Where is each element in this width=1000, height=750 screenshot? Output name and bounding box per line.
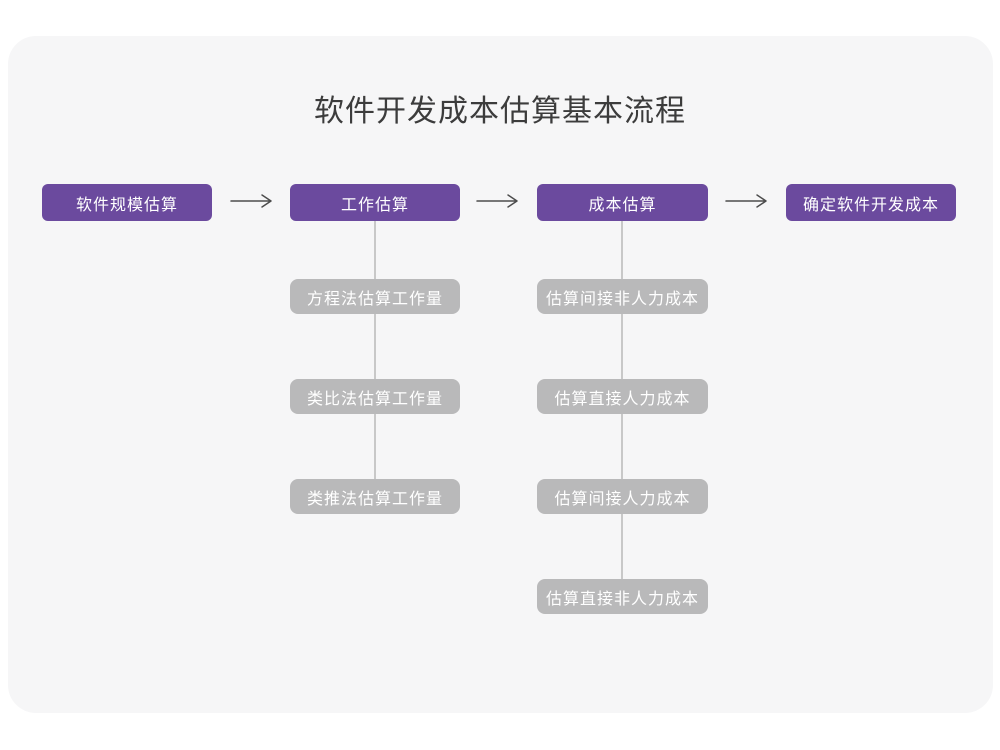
node-work-estimation: 工作估算: [290, 184, 460, 221]
sub-node-equation-method: 方程法估算工作量: [290, 279, 460, 314]
flowchart-card: [8, 36, 993, 713]
arrow-right-icon: [725, 193, 769, 209]
sub-node-label: 类比法估算工作量: [306, 390, 443, 408]
sub-node-label: 估算间接人力成本: [554, 490, 691, 508]
node-determine-development-cost: 确定软件开发成本: [786, 184, 956, 221]
diagram-title: 软件开发成本估算基本流程: [314, 95, 686, 128]
sub-node-extrapolation-method: 类推法估算工作量: [290, 479, 460, 514]
sub-node-direct-non-labor-cost: 估算直接非人力成本: [537, 579, 708, 614]
node-label: 确定软件开发成本: [802, 196, 939, 214]
node-software-scale-estimation: 软件规模估算: [42, 184, 212, 221]
sub-node-label: 估算间接非人力成本: [545, 290, 699, 308]
sub-node-label: 估算直接人力成本: [554, 390, 691, 408]
node-label: 软件规模估算: [75, 196, 178, 214]
connector-line-work-estimation: [374, 221, 376, 497]
node-label: 成本估算: [588, 196, 657, 214]
sub-node-label: 估算直接非人力成本: [545, 590, 699, 608]
node-label: 工作估算: [340, 196, 409, 214]
arrow-right-icon: [476, 193, 520, 209]
arrow-right-icon: [230, 193, 274, 209]
sub-node-label: 类推法估算工作量: [306, 490, 443, 508]
sub-node-indirect-non-labor-cost: 估算间接非人力成本: [537, 279, 708, 314]
node-cost-estimation: 成本估算: [537, 184, 708, 221]
sub-node-direct-labor-cost: 估算直接人力成本: [537, 379, 708, 414]
sub-node-indirect-labor-cost: 估算间接人力成本: [537, 479, 708, 514]
sub-node-analogy-method: 类比法估算工作量: [290, 379, 460, 414]
sub-node-label: 方程法估算工作量: [306, 290, 443, 308]
